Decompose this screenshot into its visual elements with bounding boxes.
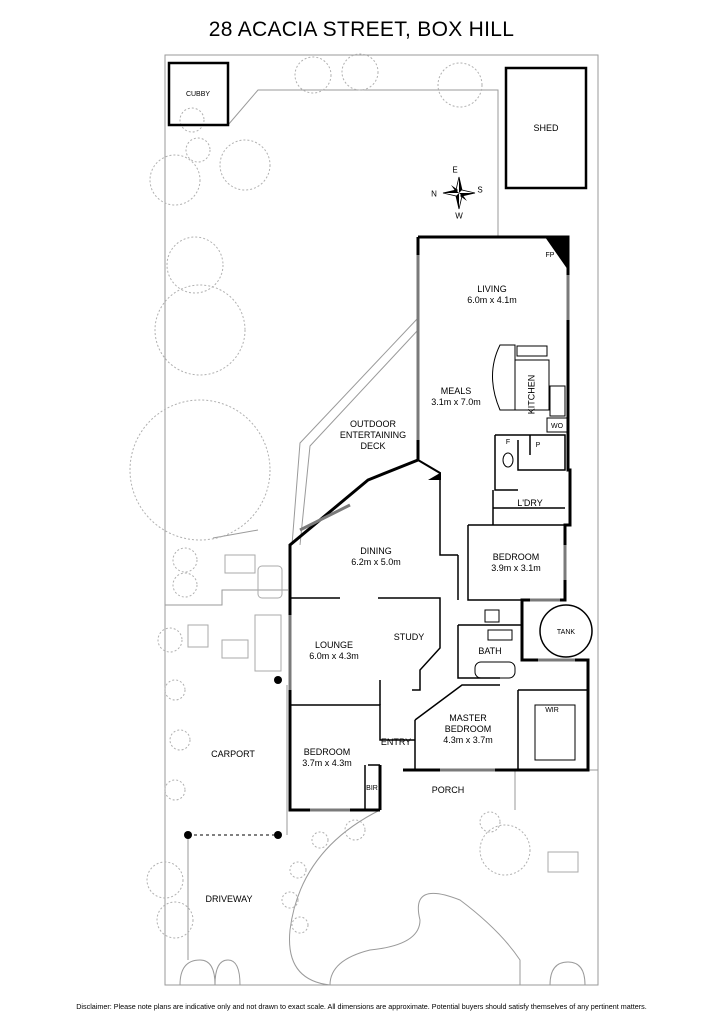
side-fence [165, 589, 288, 606]
tree-canopy [294, 56, 332, 94]
fridge-label: F [505, 439, 511, 446]
cubby-label: CUBBY [185, 91, 211, 98]
carport-label: CARPORT [211, 749, 255, 759]
compass-e: E [452, 165, 458, 175]
cubby-outline [167, 61, 230, 127]
room-bir: BIR [366, 785, 378, 792]
shed-outline [504, 66, 588, 190]
shed-label: SHED [533, 123, 559, 133]
porch-label: PORCH [431, 785, 465, 795]
room-laundry: L'DRY [517, 498, 543, 508]
compass-s: S [477, 185, 483, 195]
plan-title: 28 ACACIA STREET, BOX HILL [208, 18, 515, 41]
room-bath: BATH [478, 646, 502, 656]
compass-w: W [455, 211, 463, 221]
compass-n: N [431, 189, 437, 199]
fireplace [545, 237, 568, 270]
room-kitchen: KITCHEN [526, 374, 537, 415]
garden-path [227, 89, 499, 236]
room-study: STUDY [393, 632, 425, 642]
tank-label: TANK [556, 629, 576, 636]
deck-outline [291, 317, 419, 546]
driveway-label: DRIVEWAY [205, 894, 253, 904]
wo-label: WO [550, 423, 564, 430]
room-wir: WIR [545, 707, 559, 714]
compass-rose [442, 176, 476, 210]
tank-outline [539, 604, 593, 658]
fireplace-label: FP [545, 252, 555, 259]
pantry-label: P [535, 442, 541, 449]
room-entry: ENTRY [380, 737, 412, 747]
property-boundary [164, 54, 599, 986]
disclaimer: Disclaimer: Please note plans are indica… [76, 1002, 647, 1011]
